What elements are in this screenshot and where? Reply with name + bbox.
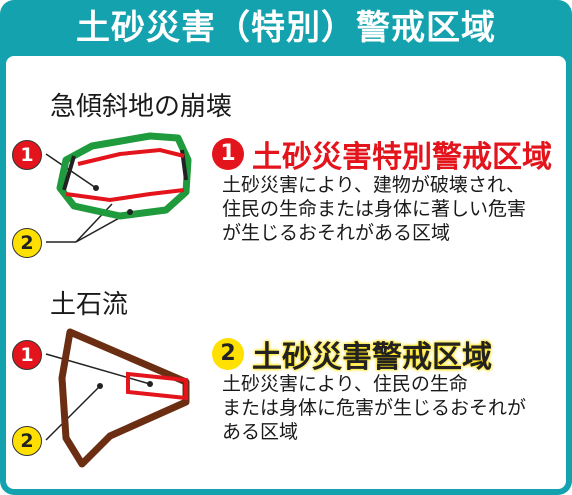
special-zone-title: 土砂災害特別警戒区域 — [252, 140, 552, 175]
warning-zone-description: 土砂災害により、住民の生命 または身体に危害が生じるおそれが ある区域 — [222, 373, 527, 443]
debris-flow-label: 土石流 — [50, 290, 129, 320]
debris-badge-1: 1 — [12, 340, 42, 370]
special-zone-heading: 1 土砂災害特別警戒区域 — [212, 132, 552, 176]
slope-badge-1: 1 — [12, 140, 42, 170]
warning-zone-number-icon: 2 — [212, 338, 244, 370]
debris-badge-2: 2 — [12, 426, 42, 456]
special-zone-description: 土砂災害により、建物が破壊され、 住民の生命または身体に著しい危害 が生じるおそ… — [222, 174, 527, 244]
warning-zone-heading: 2 土砂災害警戒区域 — [212, 332, 492, 376]
content-panel — [6, 56, 566, 489]
slope-collapse-diagram — [45, 132, 192, 243]
debris-flow-diagram — [45, 328, 190, 468]
warning-zone-title: 土砂災害警戒区域 — [252, 340, 492, 375]
slope-collapse-label: 急傾斜地の崩壊 — [50, 92, 233, 122]
page-title: 土砂災害（特別）警戒区域 — [76, 8, 496, 48]
special-zone-number-icon: 1 — [212, 138, 244, 170]
slope-badge-2: 2 — [12, 228, 42, 258]
